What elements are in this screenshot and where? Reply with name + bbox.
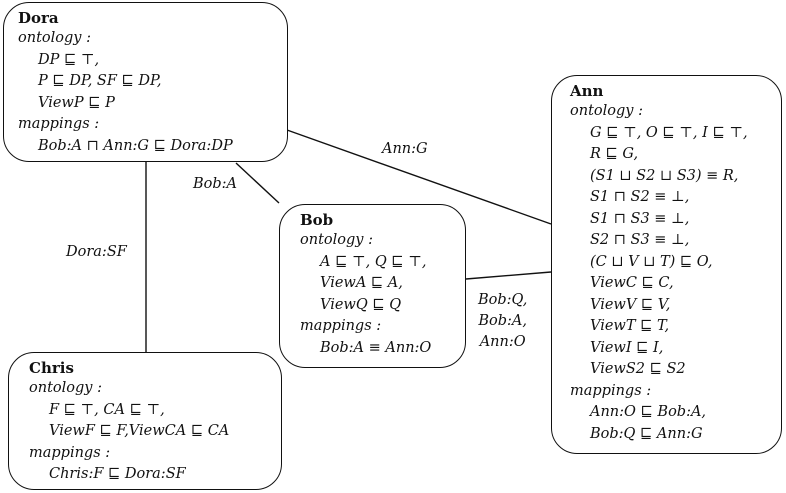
node-dora-title: Dora [18,9,59,27]
node-ann-axiom: G ⊑ ⊤, O ⊑ ⊤, I ⊑ ⊤, [590,124,748,141]
node-ann-axiom: R ⊑ G, [590,146,639,162]
node-ann-mappings-label: mappings : [570,382,652,399]
node-bob: Bob ontology : A ⊑ ⊤, Q ⊑ ⊤, ViewA ⊑ A, … [279,204,466,368]
node-dora-axiom: P ⊑ DP, SF ⊑ DP, [38,73,162,89]
edge-label-bob-ann-line: Bob:A, [478,313,527,329]
node-ann-mapping: Bob:Q ⊑ Ann:G [590,425,703,442]
node-ann-axiom: (S1 ⊔ S2 ⊔ S3) ≡ R, [590,167,739,184]
node-chris-title: Chris [29,359,74,377]
node-ann-axiom: (C ⊔ V ⊔ T) ⊑ O, [590,253,713,270]
node-ann-title: Ann [570,82,604,100]
node-dora-axiom: ViewP ⊑ P [38,94,115,111]
node-chris-mappings-label: mappings : [29,444,111,461]
node-ann-axiom: ViewV ⊑ V, [590,296,671,313]
edge-bob-ann [465,271,552,280]
node-dora-ontology-label: ontology : [18,30,91,46]
node-bob-axiom: ViewA ⊑ A, [320,275,403,291]
node-ann: Ann ontology : G ⊑ ⊤, O ⊑ ⊤, I ⊑ ⊤, R ⊑ … [551,75,782,454]
node-ann-ontology-label: ontology : [570,103,643,119]
node-chris-mapping: Chris:F ⊑ Dora:SF [49,466,186,482]
node-chris: Chris ontology : F ⊑ ⊤, CA ⊑ ⊤, ViewF ⊑ … [8,352,282,490]
node-ann-axiom: ViewC ⊑ C, [590,275,674,291]
node-bob-axiom: ViewQ ⊑ Q [320,296,402,313]
node-dora-mappings-label: mappings : [18,116,100,132]
node-bob-ontology-label: ontology : [300,232,373,248]
edge-dora-bob [235,162,280,204]
node-chris-ontology-label: ontology : [29,380,102,396]
edge-label-dora-chris: Dora:SF [66,244,127,260]
edge-label-bob-ann-line: Ann:O [479,334,526,350]
node-ann-axiom: S2 ⊓ S3 ≡ ⊥, [590,232,690,248]
node-chris-axiom: ViewF ⊑ F,ViewCA ⊑ CA [49,423,230,439]
node-ann-axiom: ViewI ⊑ I, [590,339,664,356]
edge-label-bob-ann-line: Bob:Q, [478,292,528,308]
node-ann-axiom: S1 ⊓ S3 ≡ ⊥, [590,210,690,227]
node-ann-mapping: Ann:O ⊑ Bob:A, [590,404,707,420]
node-bob-axiom: A ⊑ ⊤, Q ⊑ ⊤, [320,253,427,270]
node-ann-axiom: ViewS2 ⊑ S2 [590,361,686,377]
edge-dora-ann [286,129,552,225]
edge-label-dora-bob: Bob:A [193,176,238,192]
node-ann-axiom: S1 ⊓ S2 ≡ ⊥, [590,189,690,205]
node-chris-axiom: F ⊑ ⊤, CA ⊑ ⊤, [49,401,165,418]
node-dora: Dora ontology : DP ⊑ ⊤, P ⊑ DP, SF ⊑ DP,… [3,2,288,162]
node-bob-mapping: Bob:A ≡ Ann:O [320,339,432,356]
node-dora-axiom: DP ⊑ ⊤, [38,51,100,68]
node-dora-mapping: Bob:A ⊓ Ann:G ⊑ Dora:DP [38,137,233,154]
node-bob-mappings-label: mappings : [300,318,382,334]
edge-label-dora-ann: Ann:G [382,141,428,157]
edge-label-bob-ann: Bob:Q, Bob:A, Ann:O [478,290,527,353]
node-bob-title: Bob [300,211,334,229]
node-ann-axiom: ViewT ⊑ T, [590,318,670,334]
